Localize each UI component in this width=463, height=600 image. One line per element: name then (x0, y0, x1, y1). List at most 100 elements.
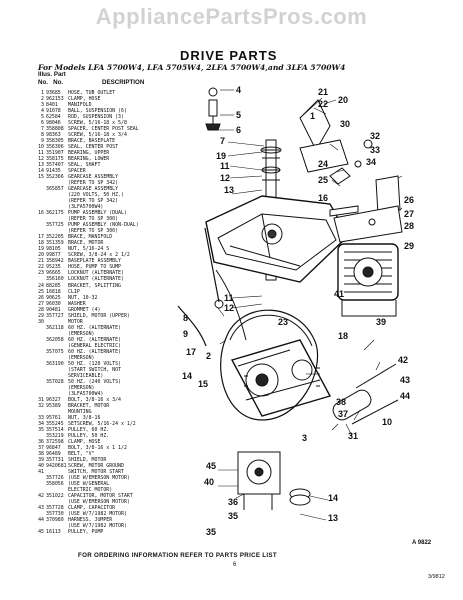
parts-row: (EMERSON) (36, 331, 164, 337)
parts-row: 353219 PULLEY, 50 HZ. (36, 433, 164, 439)
callout-12: 12 (220, 173, 231, 183)
part-no: 358808 (46, 126, 64, 133)
part-description: GROMMET (4) (68, 306, 101, 313)
illus-no: 42 (38, 493, 44, 500)
illus-no: 20 (38, 252, 44, 259)
part-no: 357725 (46, 222, 64, 229)
part-description: SHIELD, MOTOR (68, 456, 107, 463)
part-no: 95235 (46, 264, 61, 271)
callout-8: 8 (183, 313, 189, 323)
part-description: CLAMP, CAPACITOR (68, 505, 116, 512)
callout-17: 17 (186, 347, 197, 357)
pump-hose-drawing (177, 269, 247, 347)
part-description: (GENERAL ELECTRIC) (68, 342, 121, 349)
callout-42: 42 (398, 355, 409, 365)
callout-33: 33 (370, 145, 381, 155)
description-header: DESCRIPTION (102, 79, 145, 86)
parts-row: (USE W/EMERSON MOTOR) (36, 499, 164, 505)
callout-43: 43 (400, 375, 411, 385)
callout-1: 1 (310, 111, 316, 121)
illus-no: 10 (38, 144, 44, 151)
part-no: 357028 (46, 378, 64, 385)
parts-row: SERVICEABLE) (36, 373, 164, 379)
parts-row: ELECTRIC MOTOR) (36, 487, 164, 493)
parts-row: (3LFA5700W4) (36, 391, 164, 397)
callout-15: 15 (198, 379, 209, 389)
part-description: GEARCASE ASSEMBLY (68, 186, 119, 193)
callout-19: 19 (216, 151, 227, 161)
callout-23: 23 (278, 317, 289, 327)
motor-shield-drawing (299, 139, 349, 173)
part-description: SPACER (68, 168, 86, 175)
part-no: 356306 (46, 144, 64, 151)
illus-no: 38 (38, 450, 44, 457)
callout-5: 5 (236, 110, 242, 120)
part-no: 353219 (46, 432, 64, 439)
callout-11b: 11 (224, 293, 234, 303)
part-description: LOCKNUT (ALTERNATE) (68, 270, 124, 277)
part-description: (REFER TO SP 300) (68, 216, 119, 223)
part-description: GEARCASE ASSEMBLY (68, 174, 119, 181)
part-description: PULLEY, 50 HZ. (68, 432, 110, 439)
part-description: (3LFA5700W4) (68, 390, 104, 397)
parts-row: (EMERSON) (36, 355, 164, 361)
part-description: (EMERSON) (68, 354, 95, 361)
pump-pulley-drawing (289, 488, 311, 506)
part-no: 355245 (46, 420, 64, 427)
part-description: 60 HZ. (ALTERNATE) (68, 336, 121, 343)
callout-12b: 12 (224, 303, 235, 313)
part-no: 16818 (46, 288, 61, 295)
part-description: (EMERSON) (68, 384, 95, 391)
illus-no: 14 (38, 168, 44, 175)
gearcase-drawing (230, 339, 332, 417)
part-description: CLAMP, HOSE (68, 438, 101, 445)
callout-14b: 14 (328, 493, 339, 503)
part-no: 357407 (46, 162, 64, 169)
part-description: MOTOR (68, 318, 83, 325)
callout-34: 34 (366, 157, 377, 167)
part-no: 95389 (46, 402, 61, 409)
callout-9: 9 (183, 329, 189, 339)
part-no: 370980 (46, 517, 64, 524)
part-no: 357075 (46, 348, 64, 355)
callout-21: 21 (318, 87, 329, 97)
part-no: 96489 (46, 450, 61, 457)
illus-no: 21 (38, 258, 44, 265)
part-no: 351359 (46, 240, 64, 247)
part-no: 8401 (46, 102, 58, 109)
illus-no: 19 (38, 246, 44, 253)
part-no: 358056 (46, 481, 64, 488)
illus-no: 16 (38, 210, 44, 217)
callout-38: 38 (336, 397, 347, 407)
illus-no: 15 (38, 174, 44, 181)
part-no: 99877 (46, 252, 61, 259)
part-no: 357728 (46, 505, 64, 512)
part-description: PUMP ASSEMBLY (NON-DUAL) (68, 222, 139, 229)
illus-no: 25 (38, 288, 44, 295)
part-no: 96847 (46, 444, 61, 451)
part-no: 90625 (46, 294, 61, 301)
callout-35: 35 (228, 511, 239, 521)
part-description: BRACE, MANIFOLD (68, 234, 113, 241)
part-no: 357514 (46, 426, 64, 433)
callout-13b: 13 (328, 513, 339, 523)
illus-no: 8 (41, 132, 44, 139)
part-description: BASEPLATE ASSEMBLY (68, 258, 121, 265)
illus-no: 7 (41, 126, 44, 133)
part-no: 96665 (46, 270, 61, 277)
part-description: SCREW, 5/16-18 x 5/8 (68, 120, 127, 127)
parts-row: 357725 PUMP ASSEMBLY (NON-DUAL) (36, 222, 164, 228)
